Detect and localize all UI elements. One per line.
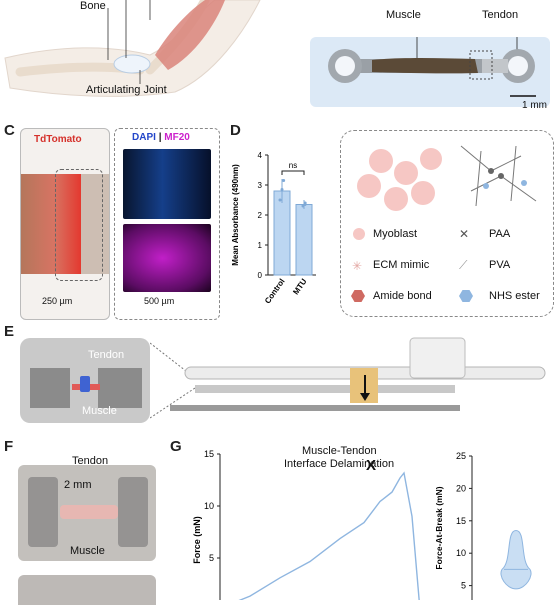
sample-photo-bottom: [18, 575, 156, 605]
y-axis-label: Force (mN): [192, 516, 202, 564]
muscle-label: Muscle: [386, 9, 421, 21]
muscle-label-e: Muscle: [82, 405, 117, 417]
y-axis-label: Force-At-Break (mN): [434, 486, 444, 569]
y-tick-label: 15: [204, 449, 214, 459]
panel-letter-g: G: [170, 438, 182, 455]
arm-illustration: [0, 0, 300, 120]
ecm-mimic-icon: ✳: [352, 259, 362, 273]
y-tick-label: 10: [204, 501, 214, 511]
panel-letter-d: D: [230, 122, 241, 139]
hydrogel-schematic: Myoblast ✕ PAA ✳ ECM mimic ⟋ PVA Amide b…: [340, 130, 554, 317]
y-tick-label: 1: [258, 241, 263, 250]
legend-nhs-ester: NHS ester: [489, 290, 540, 302]
bar-control: [274, 191, 290, 275]
panel-letter-f: F: [4, 438, 13, 455]
panel-a: Bone Articulating Joint: [0, 0, 300, 120]
pva-icon: ⟋: [459, 258, 467, 273]
y-tick-label: 3: [258, 181, 263, 190]
data-point: [281, 188, 284, 191]
scale-bar-label-b: 1 mm: [522, 100, 547, 111]
delamination-annotation-2: Interface Delamination: [284, 458, 394, 470]
legend-amide-bond: Amide bond: [373, 290, 432, 302]
panel-e: Tendon Muscle: [0, 333, 560, 428]
y-axis-label: Mean Absorbance (490nm): [231, 164, 240, 266]
absorbance-chart: 0 1 2 3 4Mean Absorbance (490nm) ControlMTU ns: [228, 140, 320, 320]
delamination-annotation-1: Muscle-Tendon: [302, 445, 377, 457]
tendon-label: Tendon: [482, 9, 518, 21]
myoblast-icon: [353, 228, 365, 240]
paa-icon: ✕: [459, 227, 469, 241]
data-point: [282, 179, 285, 182]
mtu-construct: [310, 37, 550, 107]
y-tick-label: 5: [461, 581, 466, 591]
x-tick-label: Control: [263, 277, 287, 305]
dapi-label: DAPI: [132, 132, 156, 143]
bone-label: Bone: [80, 0, 106, 12]
y-tick-label: 15: [456, 516, 466, 526]
brightfield-frame: [20, 128, 110, 320]
y-tick-label: 4: [258, 151, 263, 160]
scale-label-c-left: 250 µm: [42, 296, 72, 306]
muscle-label-f: Muscle: [70, 545, 105, 557]
panel-f: Tendon 2 mm Muscle: [18, 465, 158, 600]
mf20-label: MF20: [164, 132, 190, 143]
legend-ecm-mimic: ECM mimic: [373, 259, 429, 271]
tendon-label-f: Tendon: [72, 455, 108, 467]
x-tick-label: MTU: [291, 277, 308, 297]
significance-label: ns: [289, 161, 297, 170]
y-tick-label: 20: [456, 483, 466, 493]
tester-rig: [150, 333, 560, 428]
panel-letter-c: C: [4, 122, 15, 139]
fluorescence-frame: [114, 128, 220, 320]
data-point: [279, 199, 282, 202]
significance-bracket: [282, 171, 304, 175]
y-tick-label: 5: [209, 553, 214, 563]
break-point-marker: X: [366, 457, 376, 474]
panel-b: Muscle Tendon 1 mm: [300, 0, 560, 120]
stain-legend: DAPI | MF20: [132, 132, 190, 143]
legend-separator: |: [159, 132, 162, 143]
y-tick-label: 25: [456, 451, 466, 461]
tdtomato-label: TdTomato: [34, 134, 82, 145]
scale-label-c-right: 500 µm: [144, 296, 174, 306]
violin-shape: [501, 531, 531, 589]
force-curve-line: [220, 473, 420, 600]
articulating-joint-label: Articulating Joint: [86, 84, 167, 96]
panel-c: TdTomato 250 µm DAPI | MF20 500 µm: [20, 128, 220, 318]
data-point: [304, 203, 307, 206]
legend-paa: PAA: [489, 228, 510, 240]
y-tick-label: 0: [258, 271, 263, 280]
dapi-image: [123, 149, 211, 219]
y-tick-label: 2: [258, 211, 263, 220]
tendon-label-e: Tendon: [88, 349, 124, 361]
bar-mtu: [296, 205, 312, 276]
legend-myoblast: Myoblast: [373, 228, 417, 240]
mf20-image: [123, 224, 211, 292]
force-at-break-violin: 5 10 15 20 25Force-At-Break (mN): [430, 440, 560, 600]
legend-pva: PVA: [489, 259, 510, 271]
scale-label-f: 2 mm: [64, 479, 92, 491]
y-tick-label: 10: [456, 548, 466, 558]
